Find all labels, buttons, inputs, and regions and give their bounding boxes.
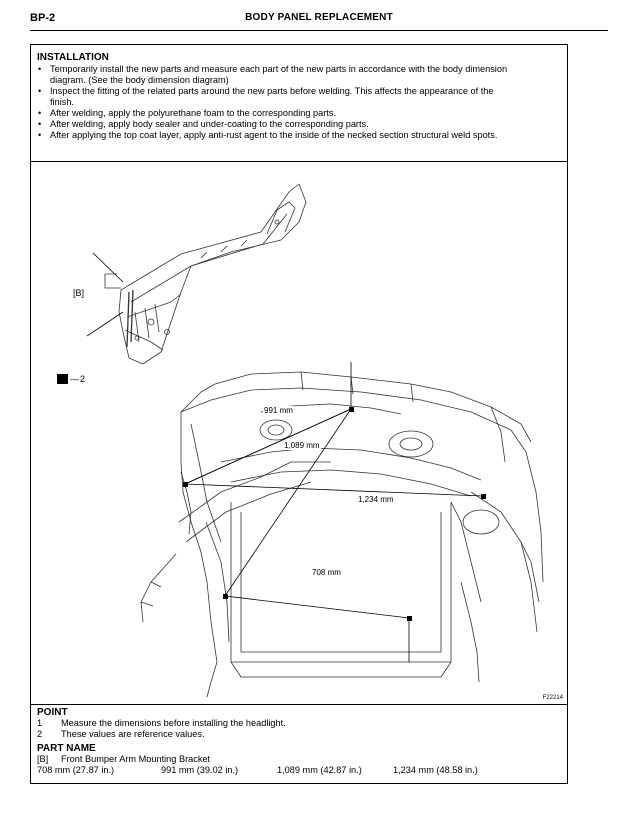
callout-2-label: 2 (80, 374, 86, 384)
dimension-label-1089: 1,089 mm (283, 441, 321, 450)
installation-item: Temporarily install the new parts and me… (37, 64, 561, 75)
figure-id: F22214 (542, 695, 563, 701)
installation-item-continued: diagram. (See the body dimension diagram… (50, 75, 229, 85)
dimension-value: 1,234 mm (48.58 in.) (393, 765, 478, 775)
dimension-label-1234: 1,234 mm (357, 495, 395, 504)
dim-line-1234 (184, 483, 484, 497)
part-name-row: [B] Front Bumper Arm Mounting Bracket (37, 754, 561, 765)
installation-item-continued: finish. (50, 97, 75, 107)
bracket-part-drawing (104, 183, 307, 365)
point-item-number: 2 (37, 729, 43, 739)
dimension-label-708: 708 mm (311, 568, 342, 577)
point-section: POINT 1 Measure the dimensions before in… (31, 705, 567, 777)
body-dimension-figure: [B] — 2 991 mm 1,089 mm 1,234 mm 708 mm … (31, 162, 567, 705)
callout-2-group: — 2 (57, 374, 85, 384)
installation-item: After applying the top coat layer, apply… (37, 130, 561, 141)
point-item: 1 Measure the dimensions before installi… (37, 718, 561, 729)
weld-spot-symbol-icon (57, 374, 68, 384)
part-tag: [B] (37, 754, 49, 764)
dimension-values-row: 708 mm (27.87 in.) 991 mm (39.02 in.) 1,… (37, 765, 561, 777)
installation-title: INSTALLATION (37, 52, 109, 63)
dim-line-1089 (224, 408, 352, 597)
header-title: BODY PANEL REPLACEMENT (245, 12, 393, 23)
installation-item: After welding, apply body sealer and und… (37, 119, 561, 130)
installation-list: Temporarily install the new parts and me… (37, 64, 561, 141)
callout-b-label: [B] (73, 288, 85, 298)
page-code: BP-2 (30, 12, 56, 24)
dimension-label-991: 991 mm (263, 406, 294, 415)
dimension-value: 1,089 mm (42.87 in.) (277, 765, 362, 775)
part-name-text: Front Bumper Arm Mounting Bracket (61, 754, 211, 764)
dimension-value: 991 mm (39.02 in.) (161, 765, 239, 775)
installation-section: INSTALLATION Temporarily install the new… (31, 45, 567, 162)
installation-item: After welding, apply the polyurethane fo… (37, 108, 561, 119)
part-name-title: PART NAME (37, 743, 96, 754)
point-item-text: These values are reference values. (61, 729, 205, 739)
dim-line-708 (224, 595, 410, 619)
callout-dash: — (70, 374, 79, 384)
content-frame: INSTALLATION Temporarily install the new… (30, 44, 568, 784)
front-body-structure-drawing (140, 371, 544, 698)
body-structure-illustration (86, 183, 544, 698)
dimension-value: 708 mm (27.87 in.) (37, 765, 115, 775)
point-title: POINT (37, 707, 68, 718)
dim-line-991 (184, 408, 352, 485)
point-item-text: Measure the dimensions before installing… (61, 718, 286, 728)
page-header: BP-2 BODY PANEL REPLACEMENT (30, 8, 608, 31)
point-item: 2 These values are reference values. (37, 729, 561, 740)
header-rule (30, 30, 608, 31)
point-item-number: 1 (37, 718, 43, 728)
installation-item: Inspect the fitting of the related parts… (37, 86, 561, 97)
